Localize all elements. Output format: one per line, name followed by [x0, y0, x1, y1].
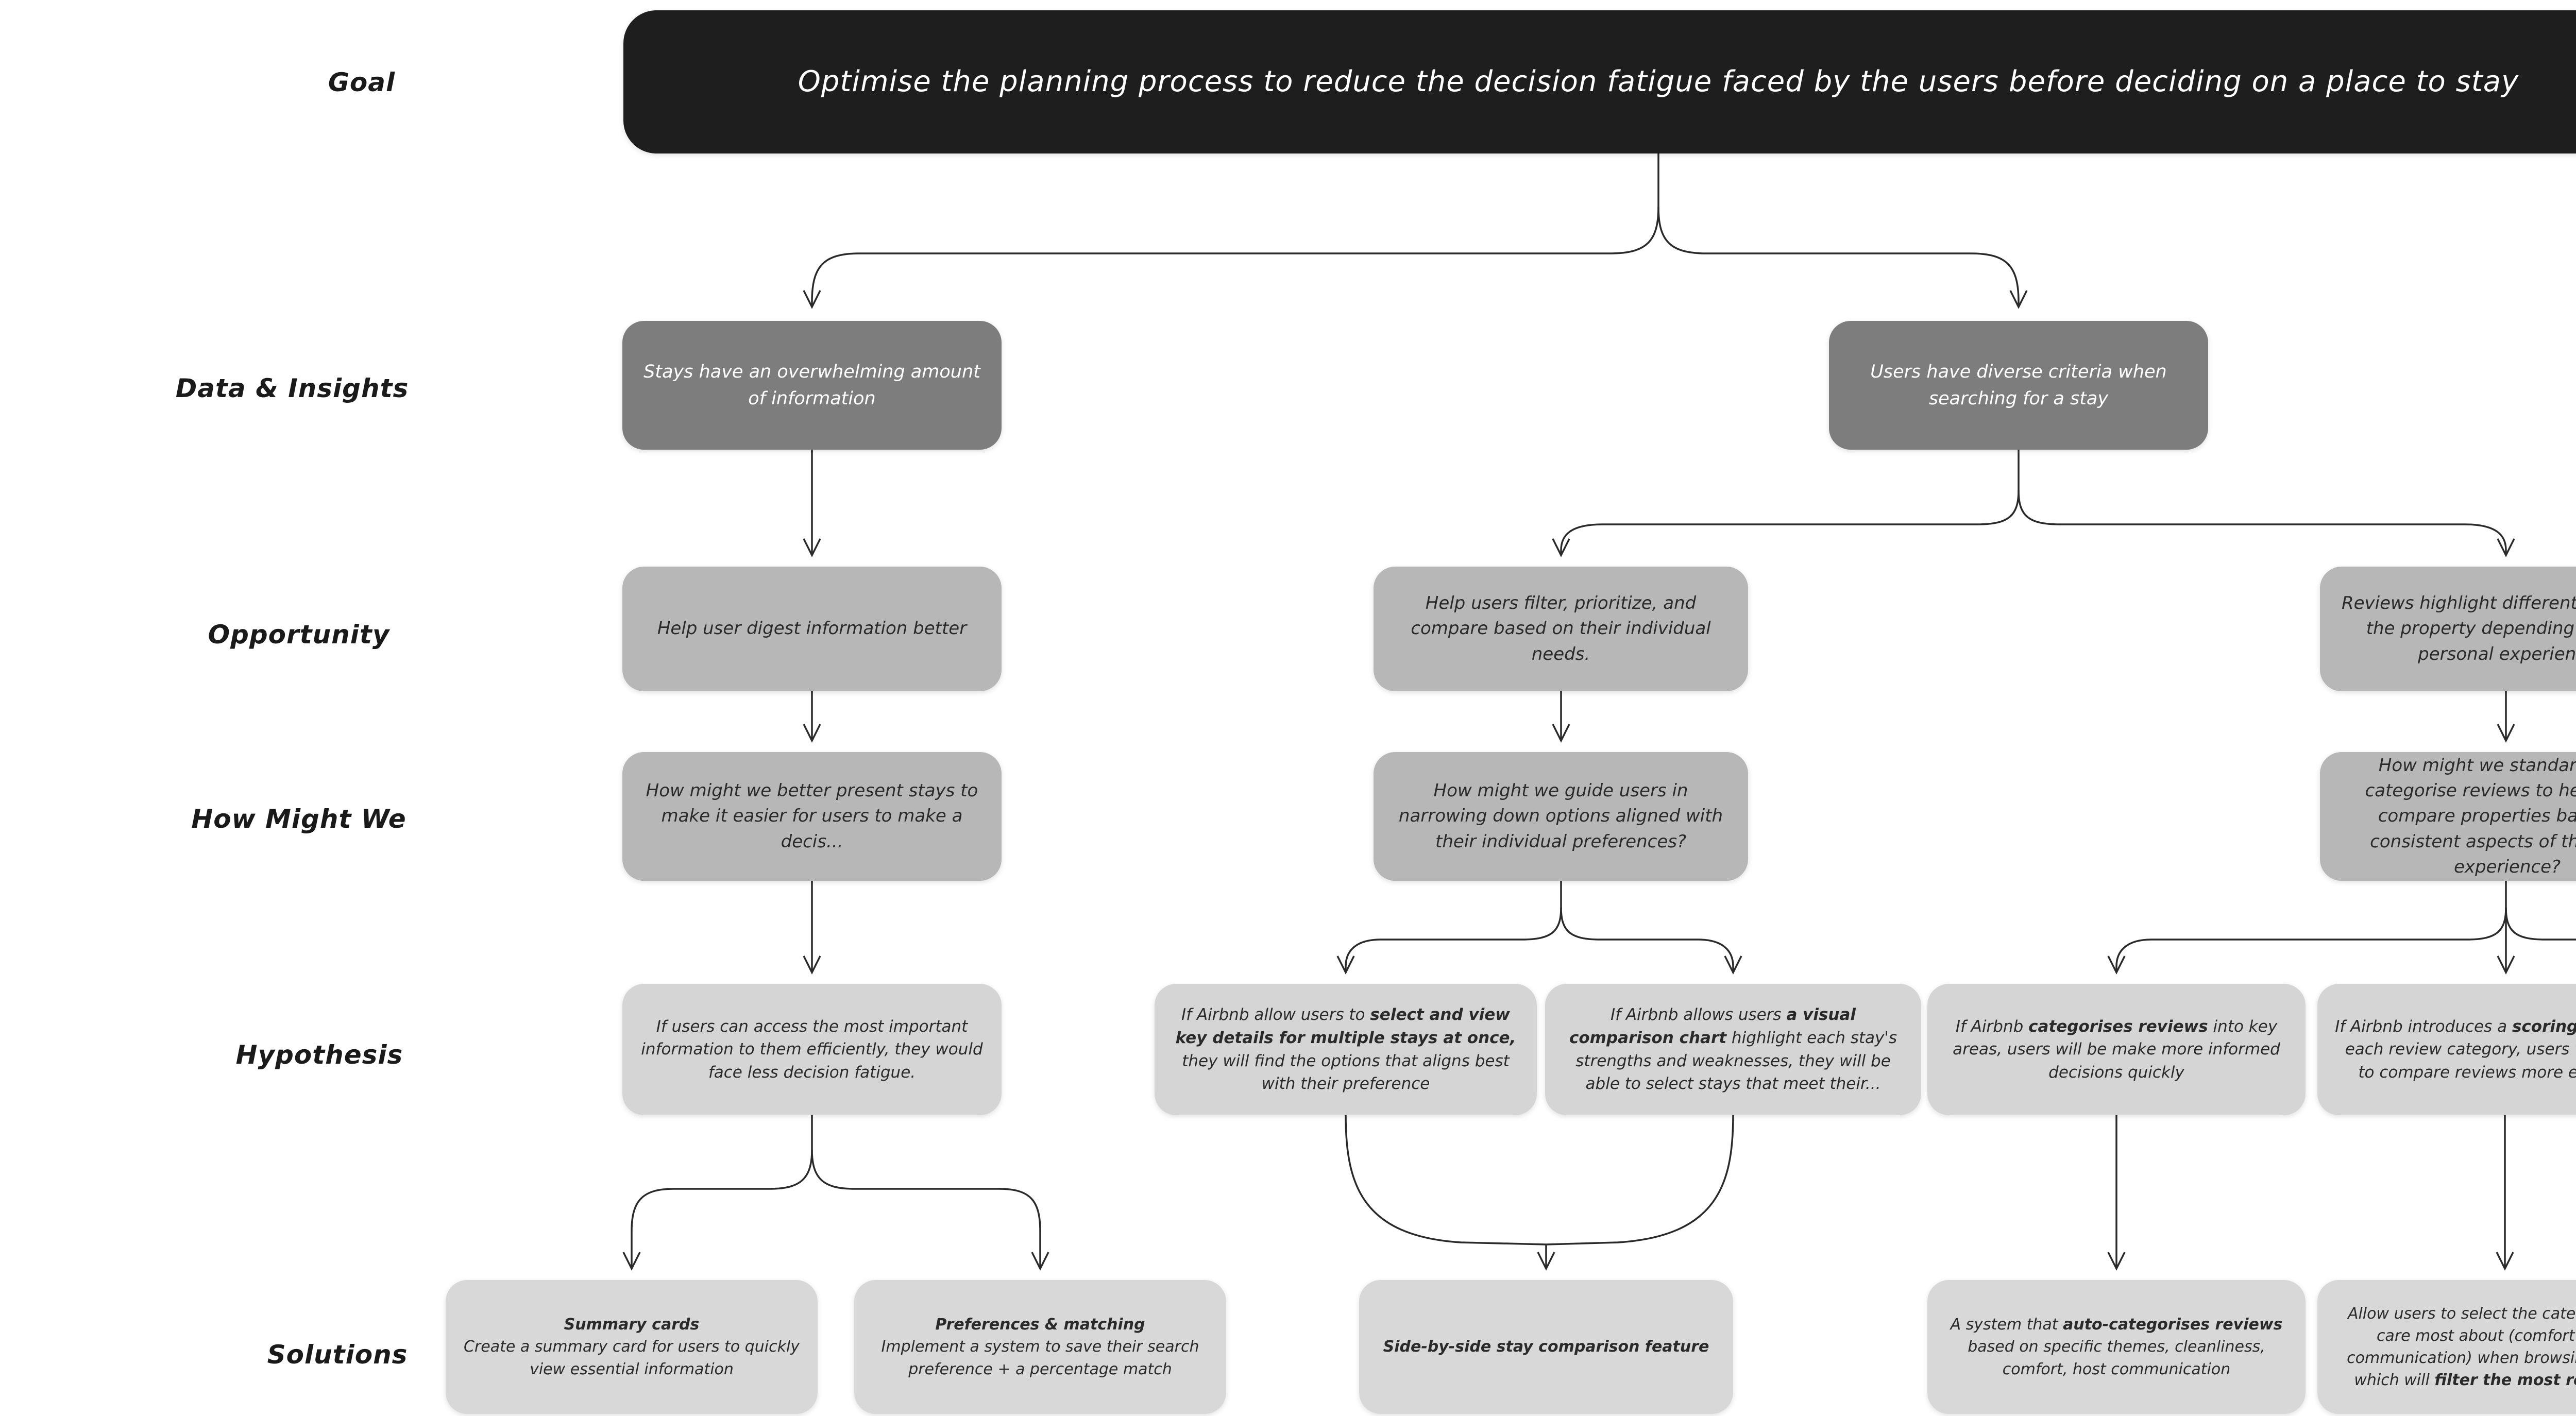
connector-hmw2-to-hyp3 [1560, 907, 1742, 975]
goal-text: Optimise the planning process to reduce … [798, 65, 2519, 99]
hmw-box-3[interactable]: How might we standardise or categorise r… [2320, 752, 2576, 881]
hypothesis-text-3: If Airbnb allows users a visual comparis… [1569, 1005, 1897, 1094]
hypothesis-box-3[interactable]: If Airbnb allows users a visual comparis… [1545, 984, 1921, 1115]
opportunity-box-1[interactable]: Help user digest information better [622, 567, 1002, 691]
connector-hyp1-to-sol2 [811, 1149, 1049, 1271]
solution-text-3: Side-by-side stay comparison feature [1383, 1338, 1709, 1356]
connector-hmw3-to-hyp6 [2505, 907, 2576, 941]
opportunity-text-3: Reviews highlight different aspects of t… [2341, 593, 2576, 664]
hypothesis-box-2[interactable]: If Airbnb allow users to select and view… [1155, 984, 1537, 1115]
connector-hmw3-to-hyp4 [2107, 907, 2507, 975]
row-label-opportunity[interactable]: Opportunity [208, 620, 390, 650]
row-label-goal[interactable]: Goal [328, 67, 396, 97]
connector-hyp3-merge [1546, 1115, 1734, 1246]
hypothesis-box-5[interactable]: If Airbnb introduces a scoring system fo… [2317, 984, 2576, 1115]
row-label-hypothesis[interactable]: Hypothesis [235, 1040, 403, 1070]
connector-hyp1-to-sol1 [622, 1149, 813, 1271]
connector-goal-to-insight2 [1657, 207, 2028, 309]
hmw-text-1: How might we better present stays to mak… [646, 780, 978, 852]
goal-box[interactable]: Optimise the planning process to reduce … [623, 10, 2576, 153]
hmw-text-2: How might we guide users in narrowing do… [1398, 780, 1723, 852]
hypothesis-text-4: If Airbnb categorises reviews into key a… [1953, 1017, 2280, 1082]
opportunity-box-3[interactable]: Reviews highlight different aspects of t… [2320, 567, 2576, 691]
hypothesis-text-1: If users can access the most important i… [641, 1017, 983, 1082]
solution-box-4[interactable]: A system that auto-categorises reviews b… [1927, 1280, 2306, 1414]
hypothesis-text-2: If Airbnb allow users to select and view… [1175, 1005, 1516, 1094]
insight-box-2[interactable]: Users have diverse criteria when searchi… [1829, 321, 2208, 450]
solution-box-3[interactable]: Side-by-side stay comparison feature [1359, 1280, 1733, 1414]
row-label-how-might-we[interactable]: How Might We [191, 804, 406, 834]
hypothesis-box-1[interactable]: If users can access the most important i… [622, 984, 1002, 1115]
opportunity-text-1: Help user digest information better [657, 618, 967, 639]
row-label-data-insights[interactable]: Data & Insights [175, 373, 409, 403]
solution-text-4: A system that auto-categorises reviews b… [1950, 1316, 2283, 1378]
hmw-box-2[interactable]: How might we guide users in narrowing do… [1374, 752, 1748, 881]
opportunity-box-2[interactable]: Help users filter, prioritize, and compa… [1374, 567, 1748, 691]
connector-hmw2-to-hyp2 [1336, 907, 1562, 975]
hmw-box-1[interactable]: How might we better present stays to mak… [622, 752, 1002, 881]
hmw-text-3: How might we standardise or categorise r… [2365, 755, 2576, 877]
connector-hyp2-merge [1345, 1115, 1547, 1246]
insight-text-2: Users have diverse criteria when searchi… [1870, 361, 2167, 410]
hypothesis-text-5: If Airbnb introduces a scoring system fo… [2335, 1017, 2576, 1082]
hypothesis-box-4[interactable]: If Airbnb categorises reviews into key a… [1927, 984, 2306, 1115]
row-label-solutions[interactable]: Solutions [267, 1340, 408, 1370]
connector-insight2-to-opp2 [1552, 490, 2020, 557]
solution-box-5[interactable]: Allow users to select the categories the… [2317, 1280, 2576, 1414]
connector-insight2-to-opp3 [2018, 490, 2515, 557]
solution-text-5: Allow users to select the categories the… [2347, 1304, 2576, 1390]
opportunity-text-2: Help users filter, prioritize, and compa… [1411, 593, 1711, 664]
insight-text-1: Stays have an overwhelming amount of inf… [643, 361, 980, 410]
insight-box-1[interactable]: Stays have an overwhelming amount of inf… [622, 321, 1002, 450]
connector-goal-to-insight1 [803, 207, 1659, 309]
